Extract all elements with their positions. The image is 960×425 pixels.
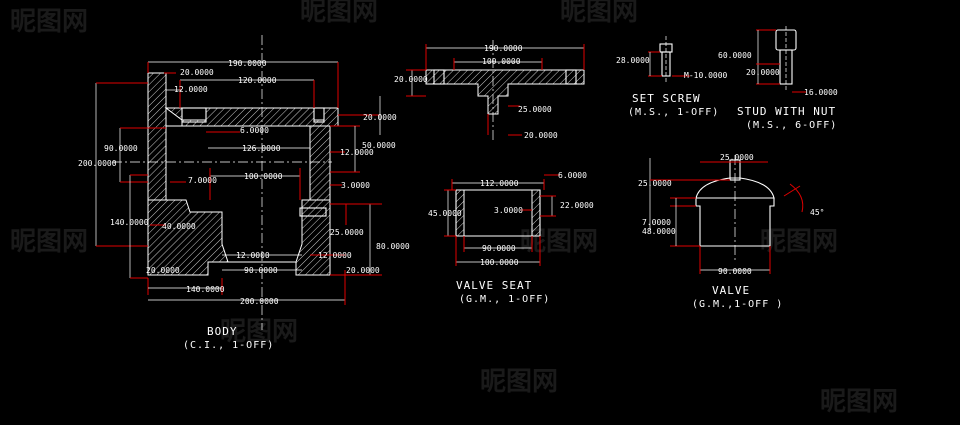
stud-subtitle: (M.S., 6-OFF) — [746, 120, 837, 131]
body-stud-hole-left — [181, 107, 207, 123]
dim-label: 25.0000 — [330, 228, 364, 237]
cover-hole-left — [433, 69, 445, 85]
dim-label: 20.0000 — [524, 131, 558, 140]
valve-drawing: 25.0000 25.0000 7.0000 48.0000 45° 90.00… — [638, 153, 824, 310]
dim-label: 25.0000 — [518, 105, 552, 114]
svg-text:昵图网: 昵图网 — [220, 317, 298, 347]
set-screw-title: SET SCREW — [632, 92, 701, 105]
dim-label: 140.0000 — [110, 218, 149, 227]
set-screw-drawing: 28.0000 M-10.0000 SET SCREW (M.S., 1-OFF… — [616, 36, 728, 118]
dim-label: 200.0000 — [78, 159, 117, 168]
dim-label: 20.0000 — [180, 68, 214, 77]
svg-text:昵图网: 昵图网 — [10, 227, 88, 257]
dim-label: 80.0000 — [376, 242, 410, 251]
dim-label: 20.0000 — [363, 113, 397, 122]
valve-seat-dimension-lines — [444, 174, 560, 266]
body-stud-hole-right — [313, 107, 325, 123]
svg-text:昵图网: 昵图网 — [480, 367, 558, 397]
body-left-wall — [147, 72, 167, 201]
set-screw-subtitle: (M.S., 1-OFF) — [628, 107, 719, 118]
dim-label: 20.0000 — [346, 266, 380, 275]
valve-subtitle: (G.M.,1-OFF ) — [692, 299, 783, 310]
body-subtitle: (C.I., 1-OFF) — [183, 340, 274, 351]
svg-text:昵图网: 昵图网 — [760, 227, 838, 257]
dim-label: 6.0000 — [558, 171, 587, 180]
dim-label: 7.0000 — [642, 218, 671, 227]
dim-label: 16.0000 — [804, 88, 838, 97]
dim-label: 25.0000 — [720, 153, 754, 162]
dim-label: 100.0000 — [244, 172, 283, 181]
dim-label: 6.0000 — [240, 126, 269, 135]
dim-label: 3.0000 — [494, 206, 523, 215]
dim-label: 20.0000 — [146, 266, 180, 275]
valve-title: VALVE — [712, 284, 750, 297]
dim-label: 90.0000 — [718, 267, 752, 276]
body-bottom-section — [147, 199, 331, 276]
stud-drawing: 60.0000 20.0000 16.0000 STUD WITH NUT (M… — [718, 26, 838, 131]
valve-cap — [695, 177, 775, 199]
dim-label: 90.0000 — [104, 144, 138, 153]
cover-dimension-lines — [406, 44, 585, 136]
dim-label: 12.0000 — [318, 251, 352, 260]
stud-title: STUD WITH NUT — [737, 105, 836, 118]
dim-label: 140.0000 — [186, 285, 225, 294]
valve-seat-drawing: 112.0000 6.0000 45.0000 3.0000 22.0000 9… — [428, 171, 594, 305]
watermark: 昵图网 昵图网 昵图网 昵图网 昵图网 昵图网 昵图网 昵图网 昵图网 — [10, 0, 898, 417]
dim-label: 190.0000 — [484, 44, 523, 53]
dim-label: 126.0000 — [242, 144, 281, 153]
dim-label: 100.0000 — [480, 258, 519, 267]
body-inner-outline — [166, 125, 310, 201]
dim-label: 3.0000 — [341, 181, 370, 190]
valve-seat-subtitle: (G.M., 1-OFF) — [459, 294, 550, 305]
dim-label: 25.0000 — [638, 179, 672, 188]
cover-drawing: 190.0000 100.0000 20.0000 25.0000 20.000… — [394, 40, 585, 140]
svg-text:昵图网: 昵图网 — [10, 7, 88, 37]
dim-label: 60.0000 — [718, 51, 752, 60]
cover-hole-right — [565, 69, 577, 85]
dim-label: 28.0000 — [616, 56, 650, 65]
valve-stem — [729, 159, 741, 181]
valve-dimension-lines — [649, 158, 804, 274]
body-right-wall — [309, 125, 331, 201]
dim-label: 48.0000 — [642, 227, 676, 236]
dim-label: 20.0000 — [394, 75, 428, 84]
cover-section — [425, 69, 585, 115]
dim-label: 7.0000 — [188, 176, 217, 185]
dim-label: 90.0000 — [244, 266, 278, 275]
body-title: BODY — [207, 325, 238, 338]
valve-seat-title: VALVE SEAT — [456, 279, 532, 292]
svg-text:昵图网: 昵图网 — [560, 0, 638, 27]
svg-text:昵图网: 昵图网 — [300, 0, 378, 27]
dim-label: 22.0000 — [560, 201, 594, 210]
dim-label: 190.0000 — [228, 59, 267, 68]
dim-label: 112.0000 — [480, 179, 519, 188]
body-screw-slot — [299, 207, 327, 217]
dim-label: 12.0000 — [174, 85, 208, 94]
valve-seat-right-wall — [531, 189, 541, 237]
dim-label: 100.0000 — [482, 57, 521, 66]
dim-label: 50.0000 — [362, 141, 396, 150]
body-dimension-lines — [95, 61, 382, 305]
dim-label: M-10.0000 — [684, 71, 728, 80]
svg-text:昵图网: 昵图网 — [820, 387, 898, 417]
dim-label: 45° — [810, 208, 824, 217]
dim-label: 20.0000 — [746, 68, 780, 77]
body-dimension-labels: 190.0000 20.0000 120.0000 12.0000 6.0000… — [78, 59, 410, 306]
dim-label: 200.0000 — [240, 297, 279, 306]
body-top-flange — [164, 107, 339, 127]
dim-label: 12.0000 — [236, 251, 270, 260]
stud-shank — [779, 49, 793, 85]
dim-label: 90.0000 — [482, 244, 516, 253]
dim-label: 45.0000 — [428, 209, 462, 218]
dim-label: 120.0000 — [238, 76, 277, 85]
dim-label: 12.0000 — [340, 148, 374, 157]
body-drawing: 190.0000 20.0000 120.0000 12.0000 6.0000… — [78, 35, 410, 351]
dim-label: 40.0000 — [162, 222, 196, 231]
